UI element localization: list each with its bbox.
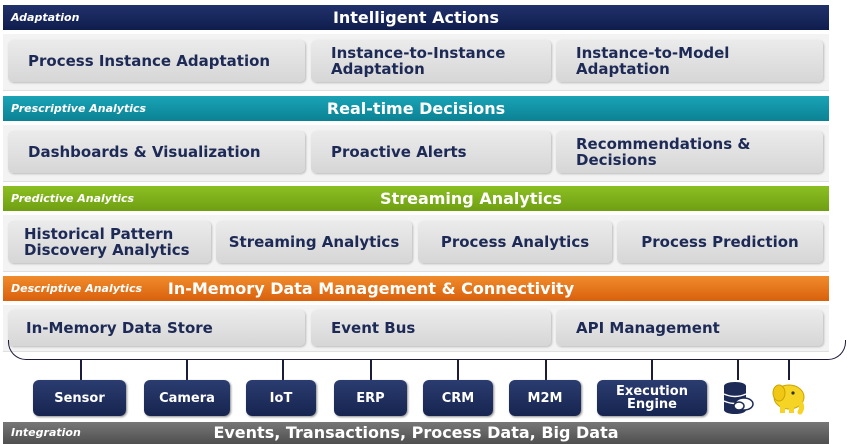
capability-label: API Management [576, 319, 720, 337]
source-label: M2M [527, 390, 563, 406]
capability-label: Event Bus [331, 319, 416, 337]
band-title: Streaming Analytics [380, 189, 562, 208]
source-execution-engine: Execution Engine [597, 380, 707, 416]
capability-label: Process Instance Adaptation [28, 52, 271, 70]
capability-tile: Recommendations & Decisions [556, 131, 823, 173]
source-camera: Camera [144, 380, 230, 416]
capability-label: Historical Pattern Discovery Analytics [24, 225, 190, 259]
descriptive-band: Descriptive Analytics In-Memory Data Man… [3, 276, 829, 301]
database-cloud-icon [721, 380, 755, 416]
source-label: IoT [269, 390, 293, 406]
capability-label: Process Prediction [641, 233, 799, 251]
source-label: Execution Engine [616, 384, 688, 412]
capability-tile: Proactive Alerts [311, 131, 551, 173]
capability-tile: Historical Pattern Discovery Analytics [8, 221, 211, 263]
adaptation-band: Adaptation Intelligent Actions [3, 5, 829, 30]
band-category-label: Adaptation [11, 11, 80, 24]
capability-label: Instance-to-Model Adaptation [576, 44, 730, 78]
source-crm: CRM [423, 380, 493, 416]
band-title: In-Memory Data Management & Connectivity [167, 279, 575, 298]
connector-line [186, 360, 188, 380]
capability-label: Recommendations & Decisions [576, 135, 751, 169]
source-m2m: M2M [509, 380, 581, 416]
source-label: Camera [159, 390, 215, 406]
band-category-label: Predictive Analytics [11, 192, 135, 205]
prescriptive-panel: Dashboards & Visualization Proactive Ale… [3, 125, 829, 182]
hadoop-elephant-icon [770, 380, 808, 416]
adaptation-panel: Process Instance Adaptation Instance-to-… [3, 34, 829, 91]
band-category-label: Prescriptive Analytics [11, 102, 147, 115]
connector-line [651, 360, 653, 380]
capability-label: In-Memory Data Store [26, 319, 213, 337]
capability-tile: Dashboards & Visualization [8, 131, 305, 173]
connector-line [457, 360, 459, 380]
source-label: Sensor [54, 390, 105, 406]
capability-tile: Process Analytics [418, 221, 612, 263]
source-label: ERP [356, 390, 385, 406]
capability-label: Dashboards & Visualization [28, 143, 261, 161]
prescriptive-band: Prescriptive Analytics Real-time Decisio… [3, 96, 829, 121]
source-sensor: Sensor [33, 380, 126, 416]
predictive-panel: Historical Pattern Discovery Analytics S… [3, 215, 829, 272]
integration-bracket [8, 340, 846, 360]
capability-tile: Process Prediction [617, 221, 823, 263]
capability-label: Streaming Analytics [228, 233, 400, 251]
connector-line [370, 360, 372, 380]
capability-label: Instance-to-Instance Adaptation [331, 44, 506, 78]
connector-line [788, 360, 790, 380]
band-title: Events, Transactions, Process Data, Big … [213, 423, 619, 442]
connector-line [80, 360, 82, 380]
source-erp: ERP [334, 380, 407, 416]
capability-label: Proactive Alerts [331, 143, 467, 161]
band-title: Intelligent Actions [332, 8, 500, 27]
capability-tile: Process Instance Adaptation [8, 40, 305, 82]
capability-tile: Streaming Analytics [216, 221, 412, 263]
integration-band: Integration Events, Transactions, Proces… [3, 422, 829, 444]
capability-tile: Event Bus [311, 310, 551, 346]
capability-tile: Instance-to-Instance Adaptation [311, 40, 551, 82]
band-title: Real-time Decisions [326, 99, 506, 118]
connector-line [545, 360, 547, 380]
capability-tile: API Management [556, 310, 823, 346]
connector-line [282, 360, 284, 380]
source-iot: IoT [246, 380, 316, 416]
capability-tile: In-Memory Data Store [8, 310, 305, 346]
capability-label: Process Analytics [440, 233, 590, 251]
predictive-band: Predictive Analytics Streaming Analytics [3, 186, 829, 211]
band-category-label: Descriptive Analytics [11, 282, 143, 295]
connector-line [737, 360, 739, 380]
capability-tile: Instance-to-Model Adaptation [556, 40, 823, 82]
source-label: CRM [441, 390, 475, 406]
descriptive-panel: In-Memory Data Store Event Bus API Manag… [3, 305, 829, 352]
band-category-label: Integration [11, 426, 81, 439]
